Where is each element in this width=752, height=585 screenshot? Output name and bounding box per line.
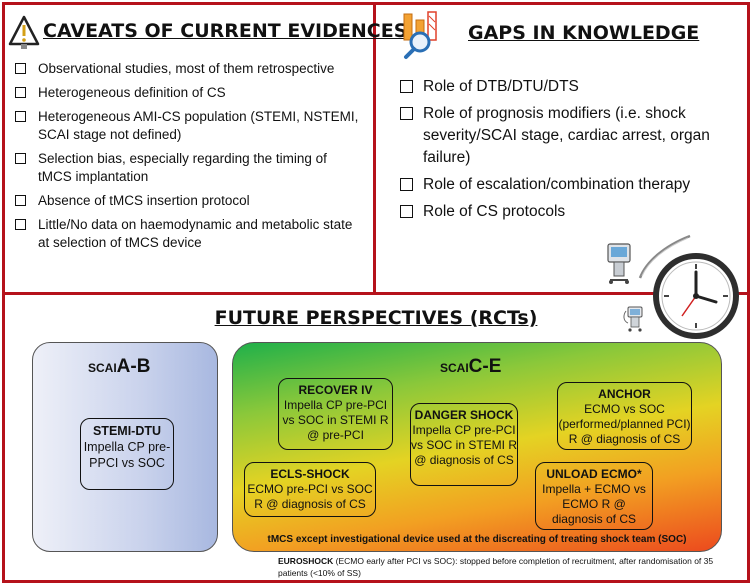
- horizontal-divider: [2, 292, 750, 295]
- ecmo-device-icon: [623, 306, 643, 332]
- list-item: Heterogeneous AMI-CS population (STEMI, …: [13, 108, 363, 144]
- list-item: Observational studies, most of them retr…: [13, 60, 363, 78]
- trial-unload-ecmo: UNLOAD ECMO* Impella + ECMO vs ECMO R @ …: [535, 462, 653, 530]
- list-item: Role of DTB/DTU/DTS: [398, 76, 743, 98]
- scai-ab-label: SCAIA-B: [88, 356, 151, 377]
- checkbox-icon: [400, 178, 413, 191]
- tmcs-note: tMCS except investigational device used …: [267, 534, 687, 545]
- future-title: FUTURE PERSPECTIVES (RCTs): [214, 307, 538, 329]
- scai-ab-panel: [32, 342, 218, 552]
- catheter-icon: [638, 234, 691, 279]
- checkbox-icon: [400, 205, 413, 218]
- vertical-divider: [373, 2, 376, 295]
- list-item: Role of prognosis modifiers (i.e. shock …: [398, 103, 743, 169]
- checkbox-icon: [400, 80, 413, 93]
- caveats-list: Observational studies, most of them retr…: [13, 60, 363, 258]
- checkbox-icon: [15, 87, 26, 98]
- trial-anchor: ANCHOR ECMO vs SOC (performed/planned PC…: [557, 382, 692, 450]
- magnifier-chart-icon: [403, 11, 437, 59]
- checkbox-icon: [15, 153, 26, 164]
- clock-icon: [653, 253, 739, 339]
- checkbox-icon: [15, 111, 26, 122]
- trial-ecls-shock: ECLS-SHOCK ECMO pre-PCI vs SOC R @ diagn…: [244, 462, 376, 517]
- gaps-list: Role of DTB/DTU/DTS Role of prognosis mo…: [398, 76, 743, 228]
- gaps-title: GAPS IN KNOWLEDGE: [468, 22, 700, 44]
- trial-danger-shock: DANGER SHOCK Impella CP pre-PCI vs SOC i…: [410, 403, 518, 486]
- list-item: Role of escalation/combination therapy: [398, 174, 743, 196]
- checkbox-icon: [15, 195, 26, 206]
- checkbox-icon: [400, 107, 413, 120]
- euroshock-note: EUROSHOCK (ECMO early after PCI vs SOC):…: [278, 556, 714, 578]
- checkbox-icon: [15, 219, 26, 230]
- caveats-title: CAVEATS OF CURRENT EVIDENCES: [43, 20, 408, 42]
- warning-sign-icon: [8, 15, 40, 49]
- list-item: Role of CS protocols: [398, 201, 743, 223]
- scai-ce-label: SCAIC-E: [440, 356, 502, 377]
- medical-device-icon: [607, 243, 631, 284]
- list-item: Absence of tMCS insertion protocol: [13, 192, 363, 210]
- scai-ce-panel: [232, 342, 722, 552]
- list-item: Selection bias, especially regarding the…: [13, 150, 363, 186]
- checkbox-icon: [15, 63, 26, 74]
- trial-stemi-dtu: STEMI-DTU Impella CP pre-PPCI vs SOC: [80, 418, 174, 490]
- list-item: Little/No data on haemodynamic and metab…: [13, 216, 363, 252]
- list-item: Heterogeneous definition of CS: [13, 84, 363, 102]
- trial-recover-iv: RECOVER IV Impella CP pre-PCI vs SOC in …: [278, 378, 393, 450]
